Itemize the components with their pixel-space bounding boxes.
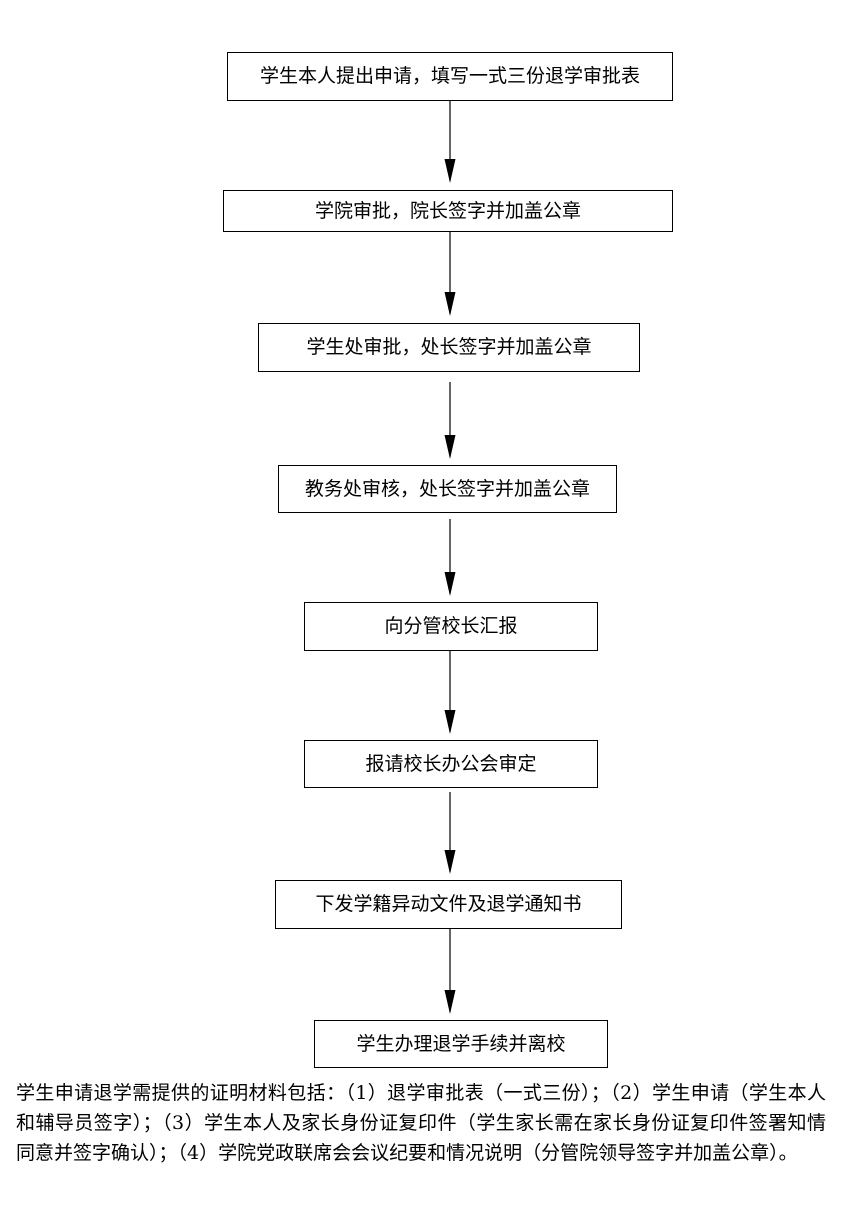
flow-step-president-office-meeting: 报请校长办公会审定 <box>304 740 598 788</box>
required-documents-note: 学生申请退学需提供的证明材料包括：（1）退学审批表（一式三份）；（2）学生申请（… <box>16 1082 826 1164</box>
flow-step-college-approval: 学院审批，院长签字并加盖公章 <box>223 190 673 232</box>
arrow-2-to-3 <box>444 232 456 316</box>
flow-step-student-office-approval: 学生处审批，处长签字并加盖公章 <box>258 323 640 372</box>
flow-step-complete-withdrawal: 学生办理退学手续并离校 <box>314 1020 608 1068</box>
arrow-1-to-2 <box>444 101 456 183</box>
flow-step-issue-notice: 下发学籍异动文件及退学通知书 <box>275 880 622 929</box>
arrow-7-to-8 <box>444 929 456 1014</box>
flow-step-report-vice-president: 向分管校长汇报 <box>304 602 598 651</box>
flow-step-academic-affairs-review: 教务处审核，处长签字并加盖公章 <box>278 465 617 513</box>
flow-step-submit-application: 学生本人提出申请，填写一式三份退学审批表 <box>227 52 673 101</box>
arrow-5-to-6 <box>444 651 456 734</box>
arrow-6-to-7 <box>444 792 456 874</box>
arrow-4-to-5 <box>444 519 456 596</box>
arrow-3-to-4 <box>444 382 456 459</box>
